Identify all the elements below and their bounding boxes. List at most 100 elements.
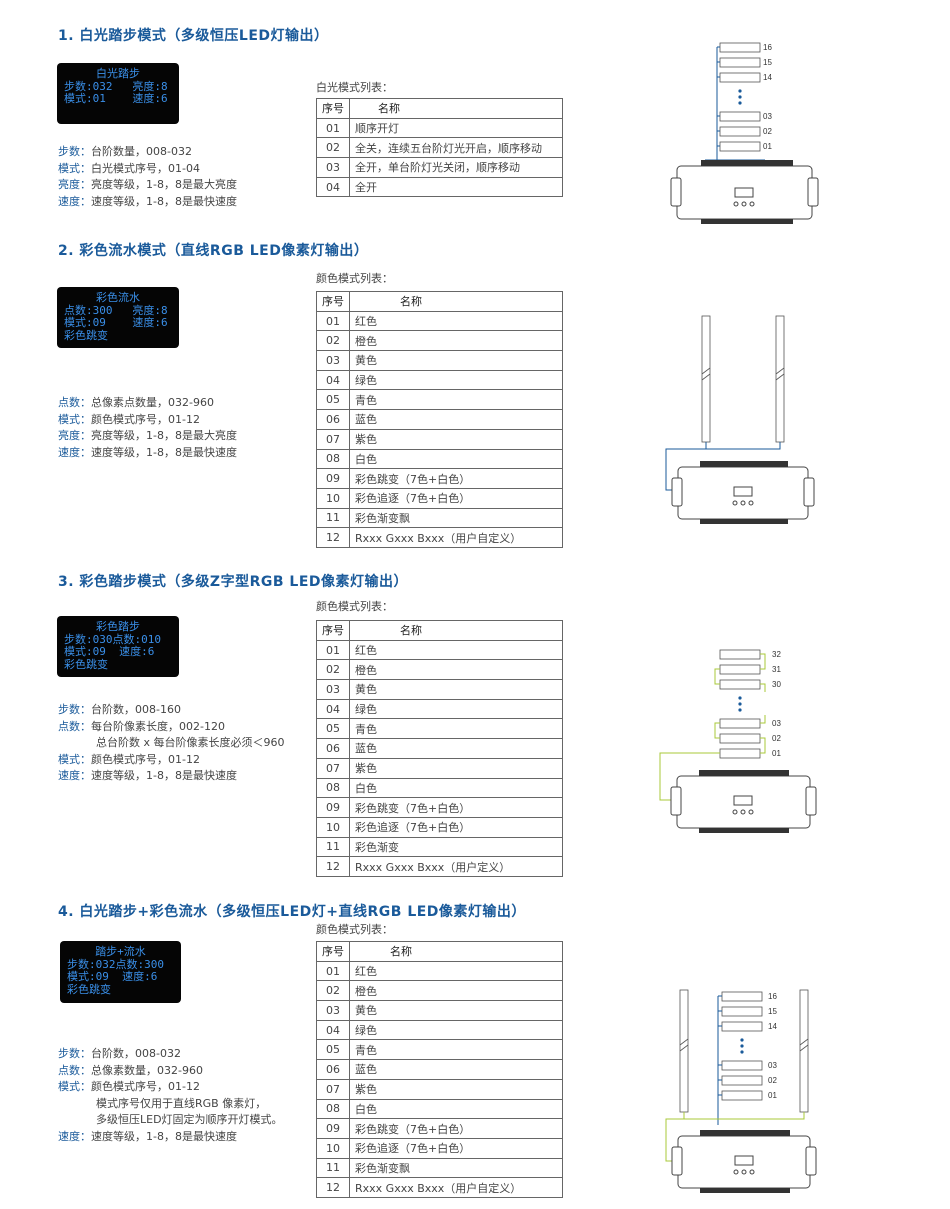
desc-line: 亮度：亮度等级，1-8，8是最大亮度 <box>58 178 237 191</box>
screen-line: 步数:032点数:300 <box>67 957 164 971</box>
desc-line: 模式：颜色模式序号，01-12 <box>58 412 200 426</box>
diagram-label: 02 <box>763 127 772 136</box>
section-2-screen: 彩色流水 点数:300 亮度:8 模式:09 速度:6 彩色跳变 <box>57 287 179 348</box>
section-4-wiring-diagram: 16 15 14 03 02 01 <box>665 989 817 1193</box>
screen-line: 白光踏步 <box>96 67 140 80</box>
diagram-label: 15 <box>763 58 772 67</box>
desc-line: 点数：每台阶像素长度，002-120 <box>58 719 225 733</box>
col-header-name: 名称 <box>349 620 563 641</box>
col-header-name: 名称 <box>349 98 563 119</box>
section-3-screen: 彩色踏步 步数:030点数:010 模式:09 速度:6 彩色跳变 <box>57 616 179 677</box>
col-header-index: 序号 <box>316 941 350 962</box>
desc-line: 步数：台阶数，008-160 <box>58 703 181 716</box>
screen-line: 彩色跳变 <box>67 982 111 996</box>
section-1-screen: 白光踏步 步数:032 亮度:8 模式:01 速度:6 <box>57 63 179 124</box>
desc-line: 速度：速度等级，1-8，8是最快速度 <box>58 445 237 459</box>
desc-line: 速度：速度等级，1-8，8是最快速度 <box>58 1129 237 1143</box>
desc-line: 亮度：亮度等级，1-8，8是最大亮度 <box>58 429 237 442</box>
screen-line: 彩色跳变 <box>64 328 108 342</box>
desc-line: 总台阶数 x 每台阶像素长度必须＜960 <box>96 736 285 749</box>
desc-line: 模式：颜色模式序号，01-12 <box>58 1080 200 1093</box>
screen-line: 步数:032 亮度:8 <box>64 79 168 93</box>
diagram-label: 01 <box>763 142 772 151</box>
desc-line: 速度：速度等级，1-8，8是最快速度 <box>58 194 237 208</box>
diagram-label: 16 <box>768 992 777 1001</box>
table-caption: 白光模式列表： <box>316 81 393 94</box>
desc-line: 模式序号仅用于直线RGB 像素灯， <box>96 1096 267 1110</box>
section-2-title: 2. 彩色流水模式（直线RGB LED像素灯输出） <box>58 243 369 259</box>
diagram-label: 01 <box>768 1091 777 1100</box>
screen-line: 模式:09 速度:6 <box>64 645 155 658</box>
desc-line: 速度：速度等级，1-8，8是最快速度 <box>58 769 237 782</box>
screen-line: 彩色跳变 <box>64 657 108 671</box>
diagram-label: 03 <box>768 1061 777 1070</box>
screen-line: 踏步+流水 <box>95 945 146 958</box>
desc-line: 步数：台阶数量，008-032 <box>58 145 192 158</box>
table-caption: 颜色模式列表： <box>316 272 393 285</box>
diagram-label: 03 <box>772 719 781 728</box>
col-header-index: 序号 <box>316 620 350 641</box>
screen-line: 点数:300 亮度:8 <box>64 303 168 317</box>
diagram-label: 02 <box>768 1076 777 1085</box>
section-2-wiring-diagram <box>665 315 815 524</box>
desc-line: 点数：总像素点数量，032-960 <box>58 396 214 409</box>
section-1-desc: 步数：台阶数量，008-032 模式：白光模式序号，01-04 亮度：亮度等级，… <box>58 144 237 210</box>
desc-line: 多级恒压LED灯固定为顺序开灯模式。 <box>96 1113 283 1126</box>
col-header-name: 名称 <box>349 941 563 962</box>
screen-line: 模式:09 速度:6 <box>67 970 158 983</box>
screen-line: 彩色踏步 <box>96 620 140 633</box>
desc-line: 步数：台阶数，008-032 <box>58 1047 181 1060</box>
section-3-desc: 步数：台阶数，008-160 点数：每台阶像素长度，002-120 总台阶数 x… <box>58 702 285 785</box>
table-caption: 颜色模式列表： <box>316 923 393 936</box>
diagram-label: 14 <box>763 73 772 82</box>
section-3-wiring-diagram: 32 31 30 03 02 01 <box>659 649 817 833</box>
diagram-label: 31 <box>772 665 781 674</box>
diagram-label: 16 <box>763 43 772 52</box>
desc-line: 模式：白光模式序号，01-04 <box>58 161 200 175</box>
diagram-label: 15 <box>768 1007 777 1016</box>
screen-line: 彩色流水 <box>96 291 140 304</box>
section-4-title: 4. 白光踏步+彩色流水（多级恒压LED灯+直线RGB LED像素灯输出） <box>58 904 526 920</box>
section-2-desc: 点数：总像素点数量，032-960 模式：颜色模式序号，01-12 亮度：亮度等… <box>58 395 237 461</box>
col-header-index: 序号 <box>316 291 350 312</box>
diagram-label: 32 <box>772 650 781 659</box>
diagram-label: 14 <box>768 1022 777 1031</box>
col-header-index: 序号 <box>316 98 350 119</box>
screen-line: 模式:01 速度:6 <box>64 92 168 105</box>
